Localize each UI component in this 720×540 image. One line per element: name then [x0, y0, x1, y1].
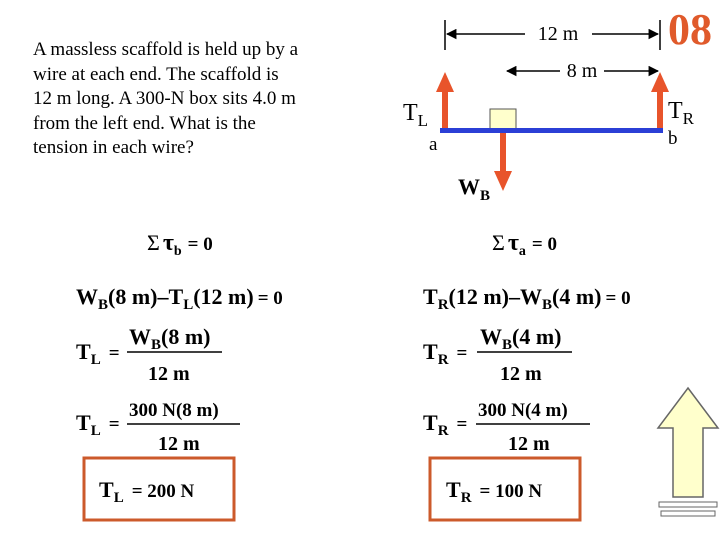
dimension-8m: 8 m: [505, 60, 660, 82]
slide-number: 08: [668, 5, 712, 54]
problem-line: wire at each end. The scaffold is: [33, 63, 279, 85]
scaffold-beam: [440, 128, 663, 133]
point-b-label: b: [668, 128, 678, 149]
right-substitute-numerator: 300 N(4 m): [478, 400, 568, 421]
dimension-12m: 12 m: [444, 20, 661, 50]
left-answer: TL= 200 N: [99, 477, 195, 506]
tension-right-arrow: [651, 72, 669, 128]
problem-line: tension in each wire?: [33, 137, 194, 158]
weight-box-label: WB: [458, 174, 490, 204]
right-substitute-lhs: TR=: [423, 410, 467, 439]
problem-line: A massless scaffold is held up by a: [33, 39, 299, 60]
tension-right-label: TR: [668, 98, 695, 128]
problem-statement: A massless scaffold is held up by a wire…: [33, 38, 393, 161]
left-answer-box: [82, 456, 236, 522]
dimension-8m-label: 8 m: [567, 60, 598, 82]
left-solve-numerator: WB(8 m): [129, 324, 211, 353]
right-answer-box: [428, 456, 582, 522]
right-substitute-denominator: 12 m: [508, 433, 550, 455]
right-solve-numerator: WB(4 m): [480, 324, 562, 353]
right-torque-equation: TR(12 m)–WB(4 m)= 0: [423, 284, 631, 313]
left-substitute-numerator: 300 N(8 m): [129, 400, 219, 421]
problem-line: from the left end. What is the: [33, 112, 256, 134]
right-solve-denominator: 12 m: [500, 363, 542, 385]
left-torque-equation: WB(8 m)–TL(12 m)= 0: [76, 284, 283, 313]
right-answer: TR= 100 N: [446, 477, 542, 506]
weight-box-arrow: [494, 133, 512, 191]
dimension-12m-label: 12 m: [538, 23, 579, 45]
tension-left-label: TL: [403, 100, 428, 130]
left-solve-lhs: TL=: [76, 339, 120, 368]
up-arrow-icon[interactable]: [656, 386, 720, 517]
left-substitute-denominator: 12 m: [158, 433, 200, 455]
left-substitute-lhs: TL=: [76, 410, 120, 439]
problem-line: 12 m long. A 300-N box sits 4.0 m: [33, 88, 296, 109]
tension-left-arrow: [436, 72, 454, 128]
point-a-label: a: [429, 134, 438, 155]
right-solve-lhs: TR=: [423, 339, 467, 368]
box: [489, 108, 517, 130]
left-solve-denominator: 12 m: [148, 363, 190, 385]
